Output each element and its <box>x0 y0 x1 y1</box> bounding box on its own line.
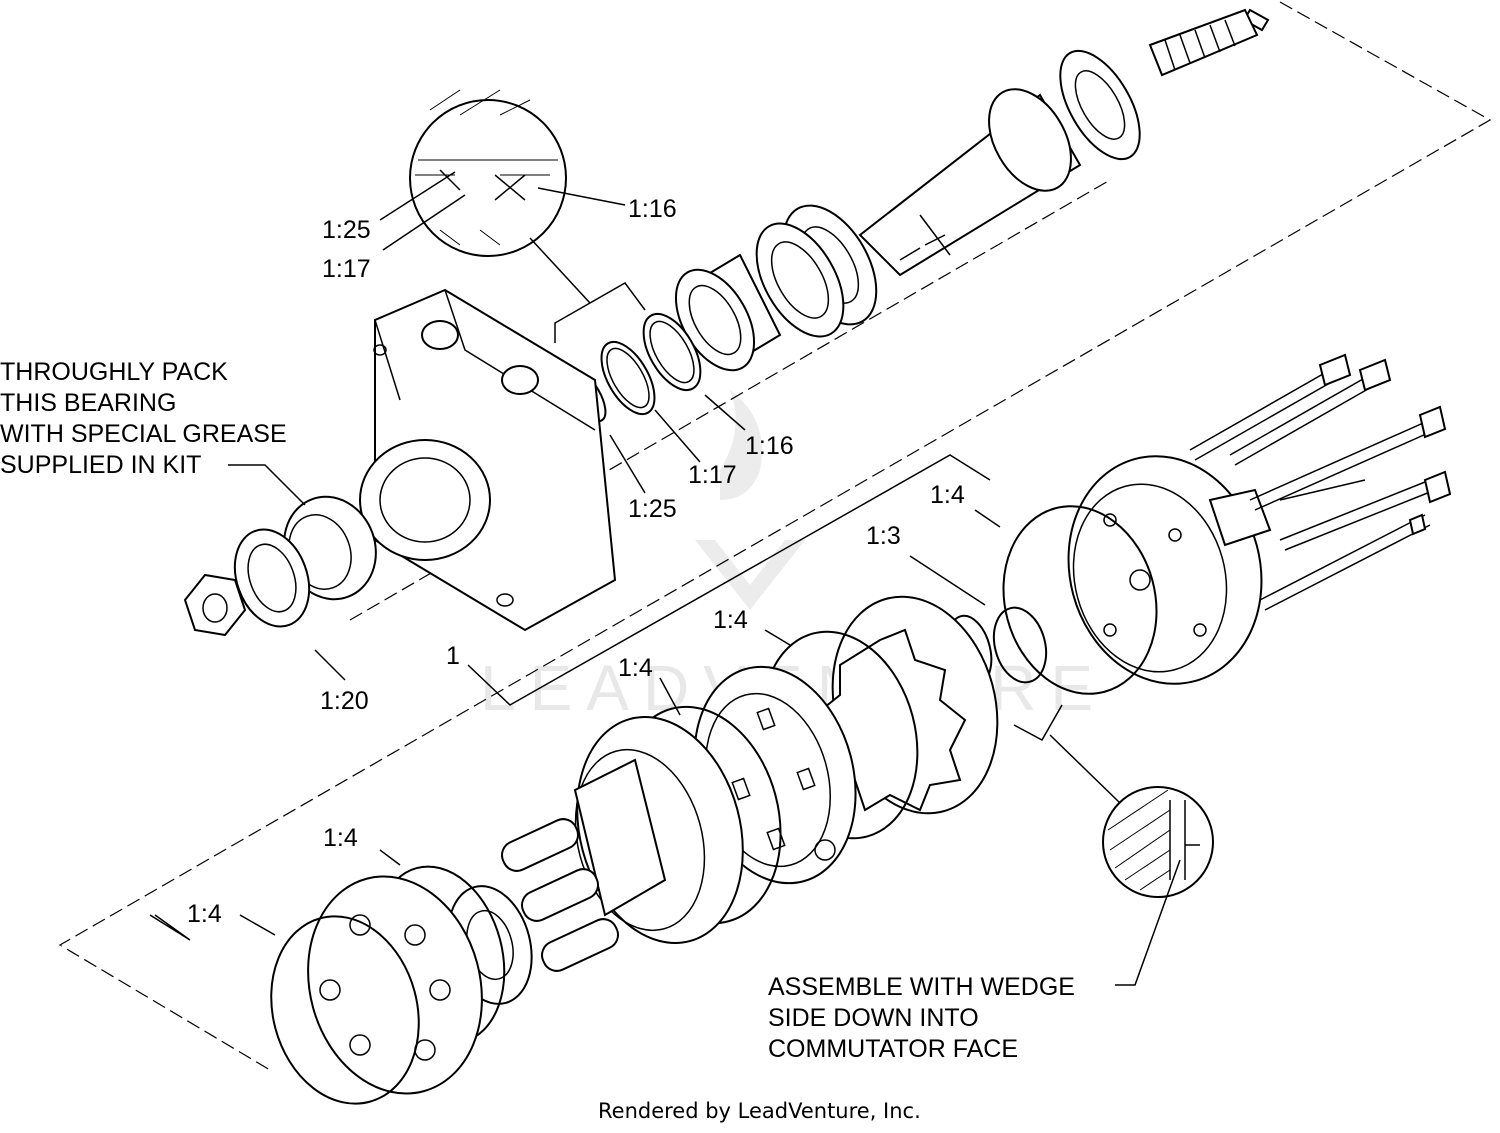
wedge-detail <box>1102 786 1214 898</box>
callout-1-4-e: 1:4 <box>187 900 222 928</box>
callout-1-16-top: 1:16 <box>628 195 677 223</box>
callout-1-4-b: 1:4 <box>713 606 748 634</box>
footer-credit: Rendered by LeadVenture, Inc. <box>598 1099 921 1123</box>
callout-1-17-mid: 1:17 <box>688 461 737 489</box>
callout-1-16-mid: 1:16 <box>745 432 794 460</box>
callout-1-4-c: 1:4 <box>618 654 653 682</box>
wedge-note-line-1: ASSEMBLE WITH WEDGE <box>768 973 1075 1001</box>
motor-housing <box>359 288 617 632</box>
callout-1: 1 <box>446 642 460 670</box>
front-bearing <box>183 495 377 637</box>
callout-1-25-mid: 1:25 <box>628 495 677 523</box>
leader-lines <box>149 171 1181 986</box>
grease-note-line-2: THIS BEARING <box>0 389 176 417</box>
grease-note-line-3: WITH SPECIAL GREASE <box>0 420 287 448</box>
grease-note-line-1: THROUGHLY PACK <box>0 358 228 386</box>
callout-1-4-a: 1:4 <box>930 481 965 509</box>
wedge-note: ASSEMBLE WITH WEDGE SIDE DOWN INTO COMMU… <box>768 973 1075 1063</box>
end-cap-assembly <box>1067 455 1272 685</box>
grease-note: THROUGHLY PACK THIS BEARING WITH SPECIAL… <box>0 358 287 479</box>
callout-1-4-d: 1:4 <box>323 824 358 852</box>
callout-1-20: 1:20 <box>320 687 369 715</box>
grease-note-line-4: SUPPLIED IN KIT <box>0 451 201 479</box>
seal-detail-top <box>409 89 567 257</box>
callout-labels: 1:25 1:17 1:16 1:16 1:17 1:25 1:4 1:3 1:… <box>187 195 965 928</box>
callout-1-17-top: 1:17 <box>322 255 371 283</box>
end-plate <box>270 865 506 1105</box>
callout-1-25-top: 1:25 <box>322 216 371 244</box>
wedge-note-line-3: COMMUTATOR FACE <box>768 1035 1018 1063</box>
bolts <box>1189 353 1452 611</box>
commutator <box>573 705 782 944</box>
callout-1-3: 1:3 <box>866 522 901 550</box>
wedge-note-line-2: SIDE DOWN INTO <box>768 1004 979 1032</box>
